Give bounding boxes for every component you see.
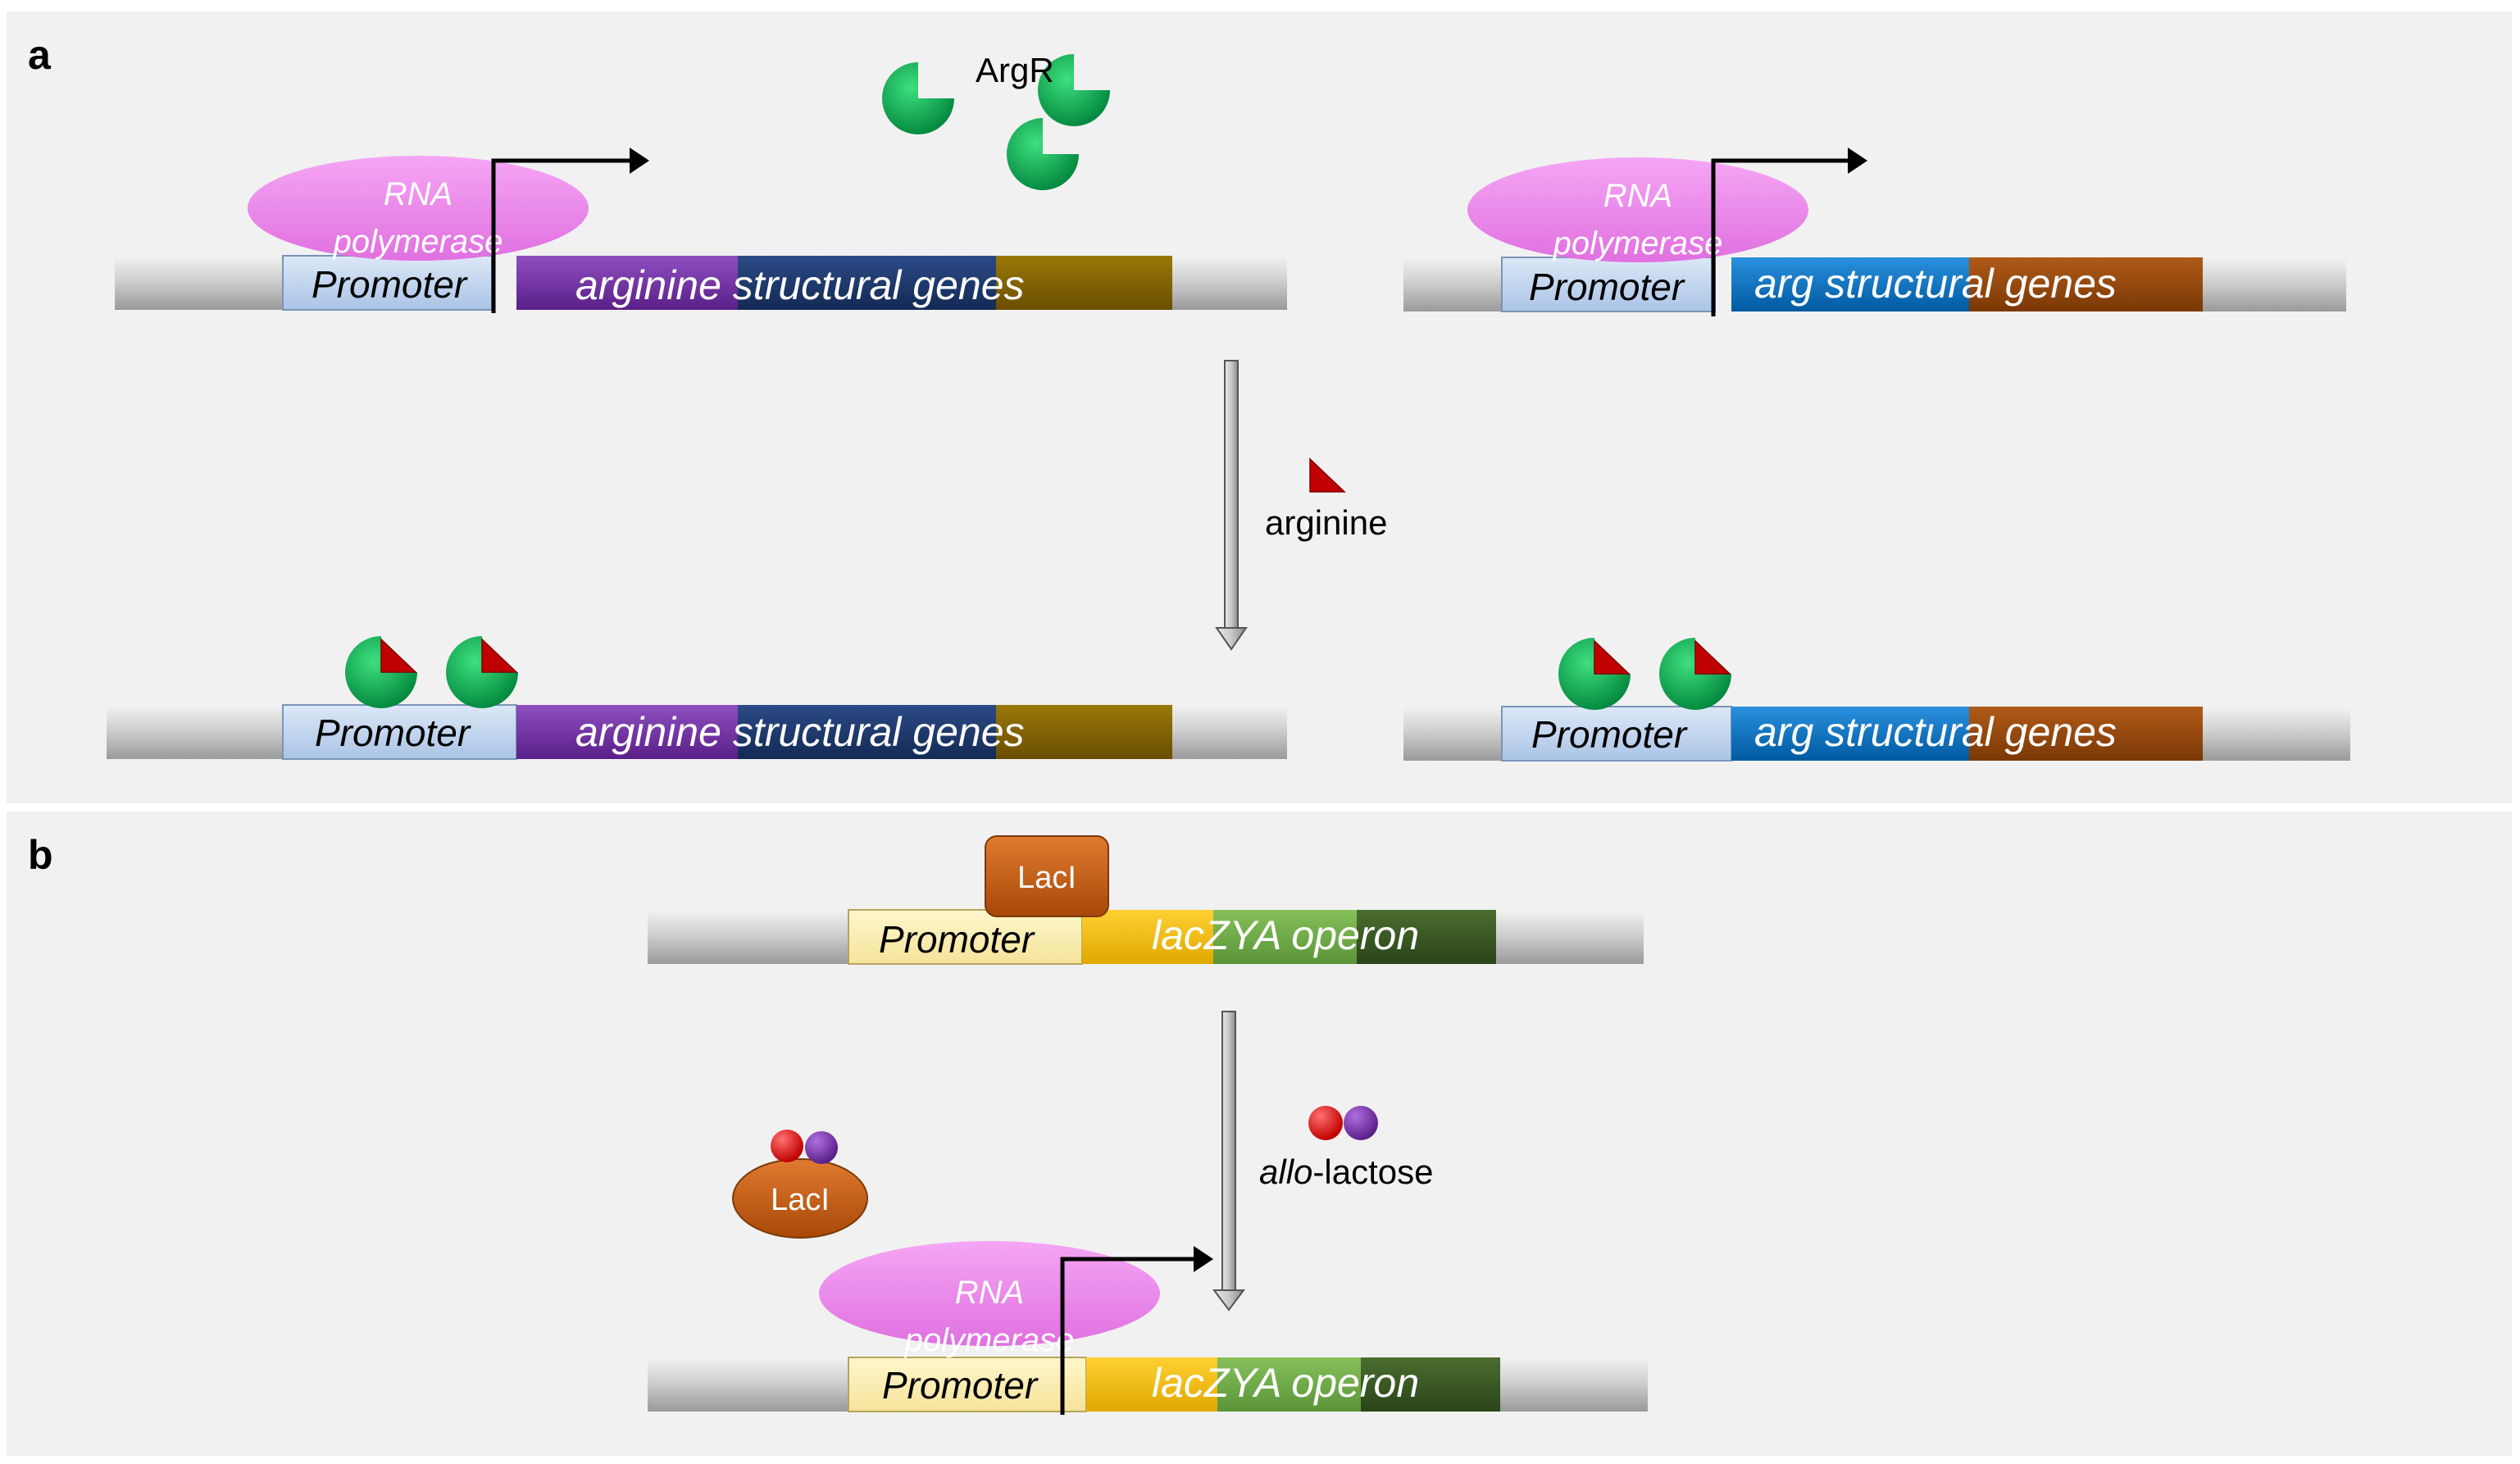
rnap-label-line2: polymerase <box>1553 225 1723 261</box>
rna-polymerase <box>819 1241 1160 1346</box>
promoter-box <box>1501 706 1732 762</box>
gene-label: arg structural genes <box>1754 709 2117 755</box>
dna-flank <box>648 910 848 964</box>
arrowhead <box>1848 148 1867 174</box>
transcription-start-arrow <box>1711 158 1849 316</box>
rnap-label-line1: RNA <box>384 176 453 212</box>
process-arrow-b <box>1212 1011 1245 1312</box>
arginine-label: arginine <box>1265 503 1387 542</box>
rnap-label-line2: polymerase <box>333 224 503 260</box>
promoter-label: Promoter <box>1529 266 1685 308</box>
promoter-label: Promoter <box>882 1364 1039 1407</box>
rna-polymerase <box>1467 157 1808 262</box>
rnap-label-line1: RNA <box>955 1275 1024 1311</box>
gene-segment-blue <box>1731 257 1969 311</box>
transcription-start-arrow <box>491 158 631 313</box>
gene-segment-olive <box>996 256 1172 310</box>
dna-flank <box>1172 256 1287 310</box>
gene-label: arginine structural genes <box>575 262 1025 308</box>
gene-label: arg structural genes <box>1754 261 2117 307</box>
construct-a-top-left: arginine structural genes RNA polymerase… <box>115 148 1287 313</box>
bound-allolactose-glucose <box>805 1131 838 1164</box>
dna-flank <box>107 705 283 759</box>
laci-label: LacI <box>1017 861 1076 895</box>
dna-flank <box>1172 705 1287 759</box>
gene-segment-light-green <box>1217 1357 1361 1412</box>
arrowhead <box>1194 1246 1213 1272</box>
dna-flank <box>648 1357 848 1412</box>
promoter-box <box>282 704 517 760</box>
construct-a-bottom-left: arginine structural genes Promoter <box>107 636 1287 760</box>
rnap-label-line1: RNA <box>1603 178 1672 214</box>
bound-allolactose-galactose <box>771 1130 803 1162</box>
laci-allolactose-complex: LacI <box>732 1130 868 1239</box>
laci-inactive <box>732 1158 868 1239</box>
construct-a-top-right: arg structural genes RNA polymerase Prom… <box>1403 148 2346 316</box>
dna-flank <box>115 256 283 310</box>
panel-label-b: b <box>28 832 53 878</box>
dna-flank <box>2203 707 2350 761</box>
panel-a-background <box>7 11 2512 803</box>
promoter-label: Promoter <box>312 263 468 306</box>
promoter-box <box>848 909 1083 965</box>
gene-segment-purple <box>516 705 738 759</box>
dna-flank <box>1496 910 1644 964</box>
lactose-suffix: -lactose <box>1312 1153 1433 1191</box>
gene-label: lacZYA operon <box>1152 1360 1419 1406</box>
allolactose-glucose <box>1344 1106 1378 1140</box>
gene-segment-brown <box>1969 707 2203 761</box>
promoter-label: Promoter <box>1531 713 1688 756</box>
arrowhead <box>630 148 649 174</box>
construct-b-top: lacZYA operon Promoter LacI <box>648 835 1644 965</box>
dna-flank <box>2203 257 2346 311</box>
gene-label: lacZYA operon <box>1152 912 1419 958</box>
gene-segment-dark-green <box>1361 1357 1500 1412</box>
laci-repressor <box>985 835 1109 917</box>
construct-b-bottom: lacZYA operon RNA polymerase Promoter <box>648 1241 1648 1415</box>
construct-a-bottom-right: arg structural genes Promoter <box>1403 638 2350 762</box>
rna-polymerase <box>248 156 589 261</box>
gene-segment-navy <box>738 705 996 759</box>
argr-label: ArgR <box>976 51 1054 89</box>
gene-segment-blue <box>1731 707 1969 761</box>
laci-label: LacI <box>771 1183 830 1217</box>
promoter-label: Promoter <box>315 712 471 754</box>
gene-label: arginine structural genes <box>575 709 1025 755</box>
allolactose-label: allo-lactose <box>1259 1153 1433 1191</box>
gene-segment-navy <box>738 256 996 310</box>
process-arrow-a <box>1215 360 1248 651</box>
dna-flank <box>1500 1357 1648 1412</box>
allolactose-galactose <box>1308 1106 1343 1140</box>
gene-segment-yellow <box>1082 910 1213 964</box>
rnap-label-line2: polymerase <box>904 1322 1075 1358</box>
panel-label-a: a <box>28 32 52 78</box>
transcription-start-arrow <box>1060 1257 1195 1415</box>
dna-flank <box>1403 257 1502 311</box>
gene-segment-olive <box>996 705 1172 759</box>
gene-segment-yellow <box>1086 1357 1217 1412</box>
gene-segment-light-green <box>1213 910 1357 964</box>
dna-flank <box>1403 707 1502 761</box>
allo-prefix: allo <box>1259 1153 1312 1191</box>
promoter-label: Promoter <box>879 918 1035 961</box>
gene-segment-brown <box>1969 257 2203 311</box>
gene-segment-purple <box>516 256 738 310</box>
gene-segment-dark-green <box>1357 910 1496 964</box>
